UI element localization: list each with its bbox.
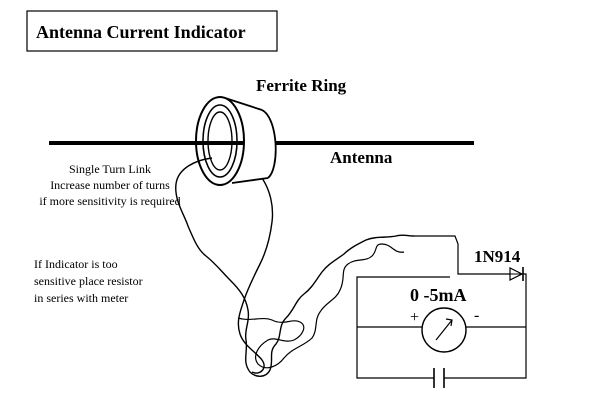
wire-to-diode [414, 235, 493, 275]
link-note: Single Turn Link Increase number of turn… [39, 162, 180, 208]
ferrite-ring-label: Ferrite Ring [256, 76, 347, 95]
link-wire [175, 157, 415, 377]
title-box [26, 10, 278, 52]
diagram-title: Antenna Current Indicator [36, 22, 246, 42]
meter-plus-label: + [410, 309, 419, 326]
wire-right [444, 273, 527, 379]
link-wire-return [237, 177, 274, 374]
resistor-note-line-3: in series with meter [34, 291, 128, 305]
meter-range-label: 0 -5mA [410, 285, 467, 305]
resistor-note: If Indicator is too sensitive place resi… [34, 257, 143, 305]
capacitor-symbol [433, 368, 445, 388]
link-note-line-1: Single Turn Link [69, 162, 151, 176]
meter-symbol [421, 307, 467, 353]
link-note-line-3: if more sensitivity is required [39, 194, 180, 208]
diode-label: 1N914 [474, 247, 521, 266]
antenna-label: Antenna [330, 148, 393, 167]
link-wire-twist [237, 243, 405, 369]
meter-minus-label: - [474, 307, 479, 324]
ferrite-ring [195, 96, 277, 186]
resistor-note-line-1: If Indicator is too [34, 257, 118, 271]
diode-symbol [493, 267, 524, 281]
link-note-line-2: Increase number of turns [50, 178, 170, 192]
resistor-note-line-2: sensitive place resistor [34, 274, 143, 288]
